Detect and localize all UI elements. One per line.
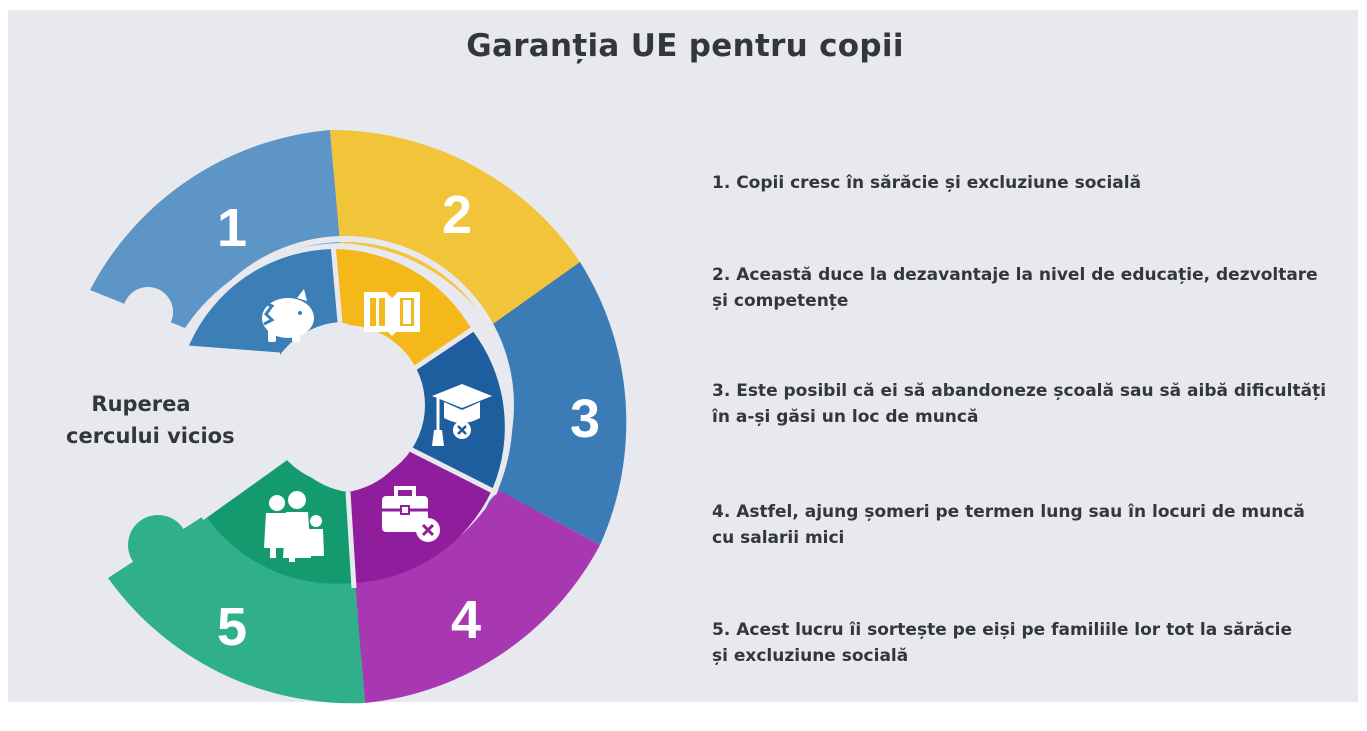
step-2: 2. Această duce la dezavantaje la nivel … [712,262,1332,314]
step-4: 4. Astfel, ajung șomeri pe termen lung s… [712,499,1332,551]
cycle-center-label: Ruperea cercului vicios [66,388,235,452]
step-1-line-1: 1. Copii cresc în sărăcie și excluziune … [712,173,1142,193]
step-5-line-1: 5. Acest lucru îi sortește pe eiși pe fa… [712,620,1293,640]
step-5: 5. Acest lucru îi sortește pe eiși pe fa… [712,617,1332,669]
segment-number-3: 3 [570,389,600,449]
segment-number-5: 5 [217,597,247,657]
graduation-cap-cancel-icon [432,384,492,446]
cycle-diagram: 1 2 3 4 5 [90,129,627,704]
step-4-line-2: cu salarii mici [712,528,845,548]
center-label-line-2: cercului vicios [66,424,235,448]
step-4-line-1: 4. Astfel, ajung șomeri pe termen lung s… [712,502,1305,522]
step-2-line-2: și competențe [712,291,849,311]
segment-number-1: 1 [217,198,247,258]
piggy-bank-icon [262,289,314,342]
segment-number-2: 2 [442,185,472,245]
step-2-line-1: 2. Această duce la dezavantaje la nivel … [712,265,1318,285]
step-1: 1. Copii cresc în sărăcie și excluziune … [712,170,1332,196]
open-book-icon [364,292,420,336]
step-3: 3. Este posibil că ei să abandoneze școa… [712,378,1332,430]
page-title: Garanția UE pentru copii [466,28,904,64]
center-label-line-1: Ruperea [91,392,191,416]
family-icon [264,491,324,562]
step-3-line-2: în a-și găsi un loc de muncă [712,407,979,427]
segment-number-4: 4 [451,590,481,650]
outer-segment-5 [108,515,365,704]
briefcase-cancel-icon [382,486,440,542]
step-3-line-1: 3. Este posibil că ei să abandoneze școa… [712,381,1327,401]
step-5-line-2: și excluziune socială [712,646,909,666]
